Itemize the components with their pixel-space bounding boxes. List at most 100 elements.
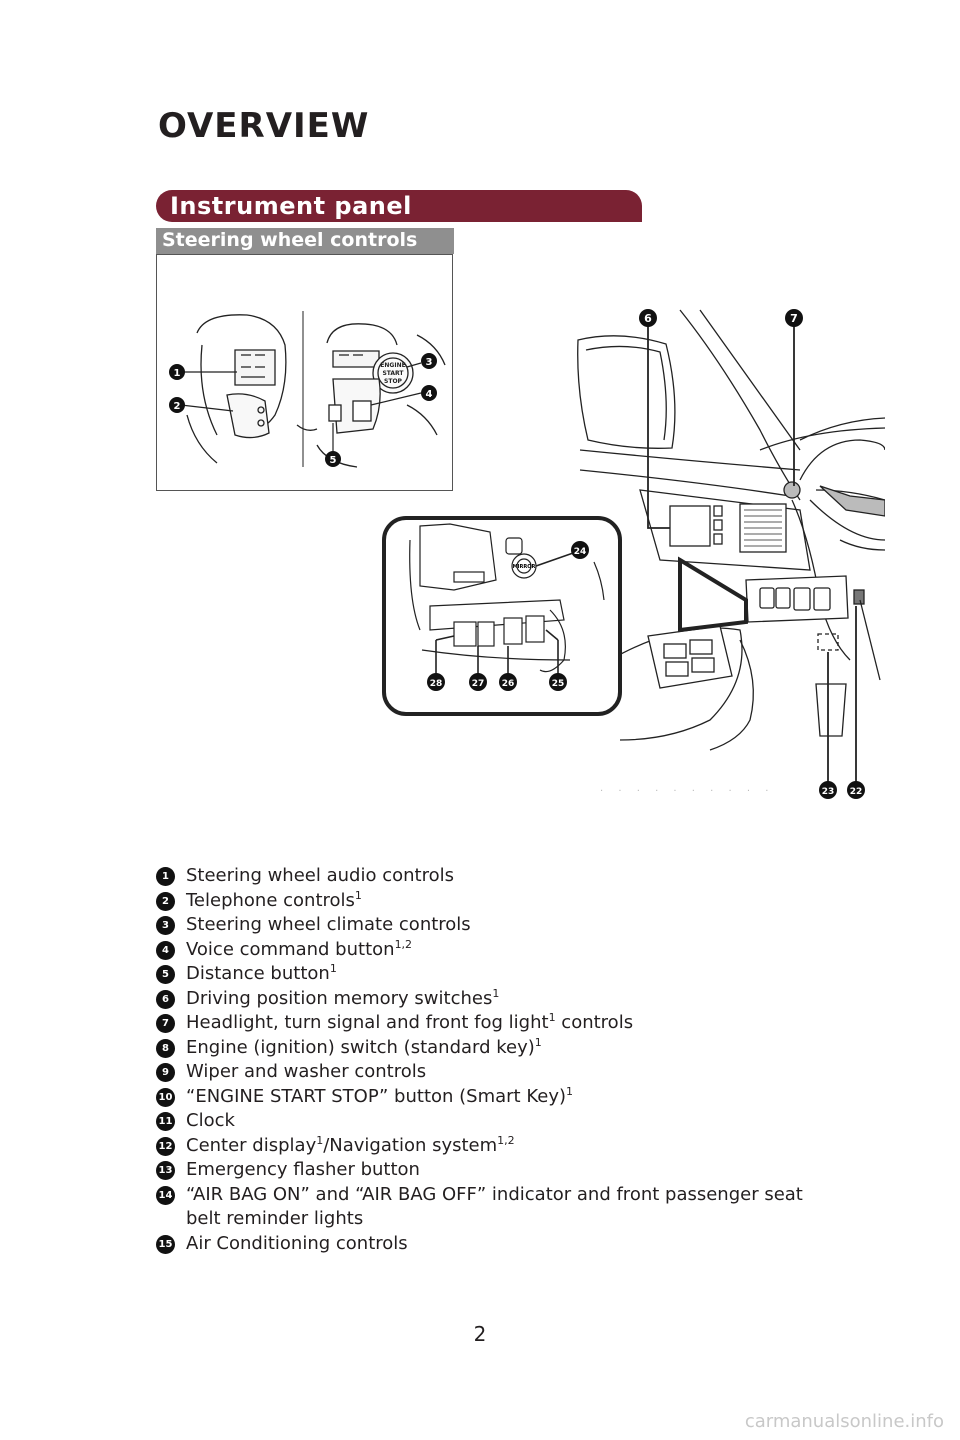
svg-text:24: 24 <box>574 547 587 557</box>
list-item-text: Steering wheel audio controls <box>186 865 454 886</box>
number-badge: 8 <box>156 1038 175 1058</box>
list-item-text: Clock <box>186 1110 235 1131</box>
list-item-text: Emergency flasher button <box>186 1159 420 1180</box>
svg-text:7: 7 <box>790 312 798 325</box>
mirror-label: MIRROR <box>513 564 536 570</box>
panel-callouts: 6 7 22 23 24 25 26 27 28 <box>427 309 865 799</box>
list-item: 13 Emergency flasher button <box>156 1158 856 1183</box>
list-item-text-suffix: /Navigation system <box>323 1134 498 1156</box>
footnote-marker: 1 <box>492 986 500 1000</box>
number-badge: 5 <box>156 965 175 984</box>
number-badge: 10 <box>156 1087 175 1107</box>
svg-text:22: 22 <box>850 787 863 797</box>
number-badge: 13 <box>156 1161 175 1180</box>
footnote-marker: 1 <box>329 962 337 975</box>
list-item-text: Steering wheel climate controls <box>186 914 471 935</box>
callout-badge: 5 <box>325 451 341 467</box>
number-badge: 14 <box>156 1185 175 1205</box>
list-item: 15 Air Conditioning controls <box>156 1232 856 1257</box>
watermark: carmanualsonline.info <box>744 1411 944 1432</box>
section-title: Instrument panel <box>170 192 412 220</box>
svg-text:23: 23 <box>822 787 835 797</box>
list-item-text: “AIR BAG ON” and “AIR BAG OFF” indicator… <box>186 1183 803 1230</box>
number-badge: 6 <box>156 989 175 1009</box>
footnote-marker: 1 <box>566 1084 573 1098</box>
steering-wheel-illustration: ENGINE START STOP 1 2 3 4 5 <box>156 254 453 491</box>
list-item-text: Driving position memory switches <box>186 987 493 1009</box>
svg-text:4: 4 <box>426 389 433 400</box>
footnote-marker: 1 <box>548 1011 556 1024</box>
page-title: OVERVIEW <box>158 106 370 146</box>
callout-badge: 3 <box>421 353 437 369</box>
list-item-text: Wiper and washer controls <box>186 1061 427 1082</box>
svg-text:3: 3 <box>426 357 433 368</box>
list-item: 5 Distance button1 <box>156 962 856 987</box>
callout-badge: 25 <box>549 673 567 691</box>
number-badge: 3 <box>156 916 175 935</box>
list-item-text: “ENGINE START STOP” button (Smart Key) <box>186 1085 566 1107</box>
svg-text:1: 1 <box>174 368 181 379</box>
footnote-marker: 1,2 <box>394 937 413 951</box>
number-badge: 9 <box>156 1063 175 1082</box>
callout-badge: 26 <box>499 673 517 691</box>
list-item-text: Distance button <box>186 963 330 984</box>
list-item: 7 Headlight, turn signal and front fog li… <box>156 1011 856 1036</box>
list-item: 6 Driving position memory switches1 <box>156 987 856 1012</box>
number-badge: 4 <box>156 940 175 960</box>
list-item: 4 Voice command button1,2 <box>156 938 856 963</box>
svg-text:27: 27 <box>472 679 485 689</box>
faint-dots: · · · · · · · · · · <box>600 786 775 797</box>
callout-badge: 22 <box>847 781 865 799</box>
footnote-marker: 1 <box>354 888 362 902</box>
callout-badge: 7 <box>785 309 803 327</box>
engine-label: ENGINE <box>380 362 405 369</box>
list-item: 14 “AIR BAG ON” and “AIR BAG OFF” indicat… <box>156 1183 856 1232</box>
list-item: 12 Center display1/Navigation system1,2 <box>156 1134 856 1159</box>
number-badge: 7 <box>156 1014 175 1033</box>
list-item-text: Telephone controls <box>186 889 355 911</box>
number-badge: 12 <box>156 1136 175 1156</box>
subsection-header: Steering wheel controls <box>156 228 454 254</box>
callout-badge: 28 <box>427 673 445 691</box>
start-label: START <box>382 370 404 377</box>
list-item: 9 Wiper and washer controls <box>156 1060 856 1085</box>
callout-badge: 27 <box>469 673 487 691</box>
callout-badge: 2 <box>169 397 185 413</box>
steering-wheel-drawing: ENGINE START STOP 1 2 3 4 5 <box>169 311 446 468</box>
section-header: Instrument panel <box>156 190 642 222</box>
callout-badge: 4 <box>421 385 437 401</box>
page-number: 2 <box>473 1322 487 1346</box>
callout-badge: 23 <box>819 781 837 799</box>
list-item: 2 Telephone controls1 <box>156 889 856 914</box>
subsection-title: Steering wheel controls <box>162 229 418 251</box>
svg-text:6: 6 <box>644 312 652 325</box>
footnote-marker: 1 <box>316 1133 324 1147</box>
number-badge: 2 <box>156 891 175 911</box>
number-badge: 15 <box>156 1234 175 1254</box>
number-badge: 11 <box>156 1112 175 1131</box>
footnote-marker: 1,2 <box>497 1133 515 1147</box>
svg-text:5: 5 <box>330 455 337 466</box>
svg-text:26: 26 <box>502 679 515 689</box>
stop-label: STOP <box>384 378 403 385</box>
callout-badge: 24 <box>571 541 589 559</box>
svg-text:28: 28 <box>430 679 443 689</box>
steering-callouts: 1 2 3 4 5 <box>169 353 437 467</box>
list-item-text: Air Conditioning controls <box>186 1232 408 1254</box>
list-item-text-suffix: controls <box>555 1012 634 1033</box>
footnote-marker: 1 <box>534 1035 542 1049</box>
svg-text:25: 25 <box>552 679 565 689</box>
list-item: 11 Clock <box>156 1109 856 1134</box>
list-item-text: Voice command button <box>186 938 395 960</box>
zoom-callout: MIRROR <box>382 516 748 716</box>
instrument-panel-illustration: MIRROR 6 7 22 23 24 25 26 27 28 <box>382 309 885 799</box>
list-item-text: Headlight, turn signal and front fog lig… <box>186 1012 549 1033</box>
list-item-text: Center display <box>186 1134 317 1156</box>
list-item: 10 “ENGINE START STOP” button (Smart Key)… <box>156 1085 856 1110</box>
callout-badge: 6 <box>639 309 657 327</box>
list-item: 3 Steering wheel climate controls <box>156 913 856 938</box>
svg-text:2: 2 <box>174 401 181 412</box>
